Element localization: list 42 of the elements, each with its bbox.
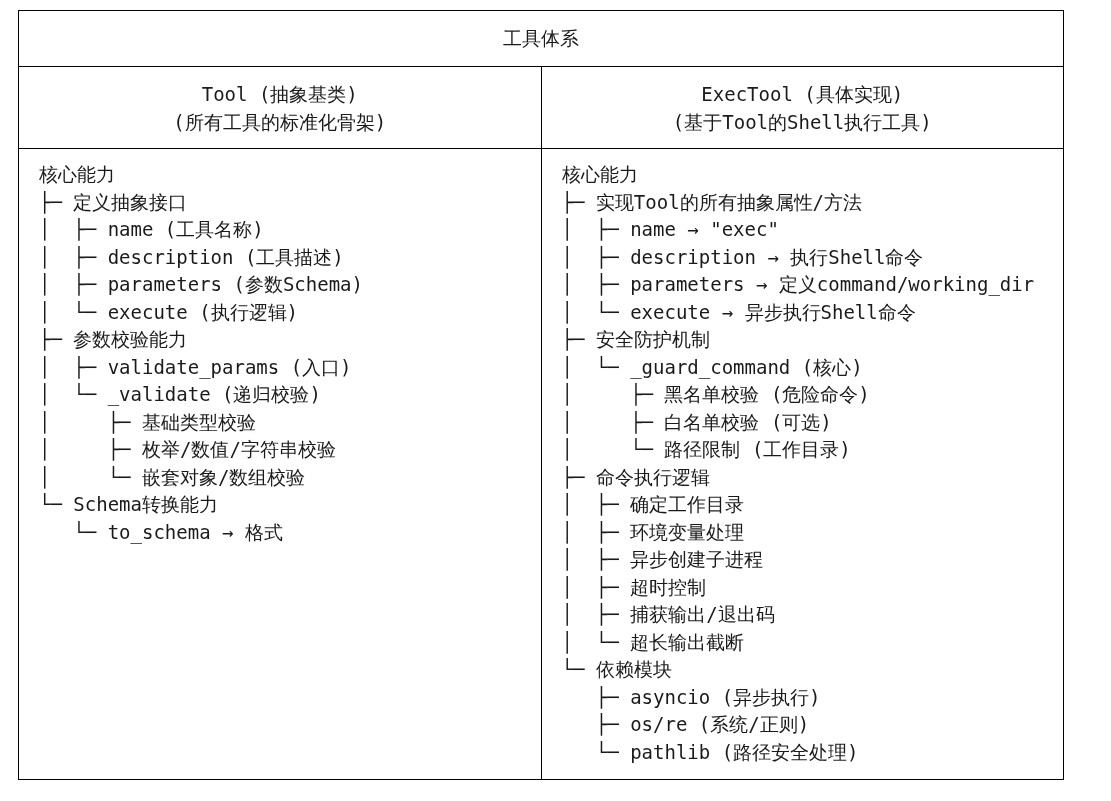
tree-item: ├─ 实现Tool的所有抽象属性/方法 bbox=[561, 189, 862, 216]
header-subtitle: (所有工具的标准化骨架) bbox=[173, 109, 387, 135]
title-text: 工具体系 bbox=[503, 26, 579, 52]
tree-item: │ ├─ 捕获输出/退出码 bbox=[561, 602, 775, 628]
tree-item: │ ├─ 枚举/数值/字符串校验 bbox=[39, 437, 336, 463]
tree-item: │ ├─ 白名单校验 (可选) bbox=[561, 409, 832, 436]
tree-item: │ ├─ parameters → 定义command/working_dir bbox=[561, 272, 1035, 298]
tree-item: └─ pathlib (路径安全处理) bbox=[594, 739, 859, 765]
tree-item: │ ├─ 超时控制 bbox=[561, 574, 707, 601]
header-title: ExecTool (具体实现) bbox=[701, 81, 904, 107]
tree-item: │ ├─ name (工具名称) bbox=[39, 217, 264, 243]
tree-item: ├─ 定义抽象接口 bbox=[39, 189, 188, 216]
tree-item: ├─ 命令执行逻辑 bbox=[561, 464, 710, 491]
tree-item: │ ├─ validate_params (入口) bbox=[39, 354, 352, 381]
tree-item: │ └─ 超长输出截断 bbox=[561, 629, 745, 656]
tree-item: │ └─ execute (执行逻辑) bbox=[39, 299, 299, 326]
tree-item: │ └─ _validate (递归校验) bbox=[39, 382, 321, 408]
tree-item: │ ├─ 环境变量处理 bbox=[561, 519, 745, 546]
tree-item: └─ Schema转换能力 bbox=[39, 492, 218, 517]
tree-item: ├─ 参数校验能力 bbox=[39, 327, 188, 353]
tree-item: │ ├─ parameters (参数Schema) bbox=[39, 272, 363, 298]
tree-item: │ ├─ 基础类型校验 bbox=[39, 409, 256, 436]
tree-item: │ ├─ 确定工作目录 bbox=[561, 492, 745, 518]
tree-item: │ ├─ 黑名单校验 (危险命令) bbox=[561, 382, 870, 408]
tree-item: │ └─ execute → 异步执行Shell命令 bbox=[561, 299, 916, 326]
tree-item: │ └─ 路径限制 (工作目录) bbox=[561, 437, 851, 463]
tree-item: 核心能力 bbox=[561, 162, 638, 187]
tree-item: └─ to_schema → 格式 bbox=[72, 519, 283, 546]
header-cell bbox=[19, 67, 542, 149]
tree-item: │ └─ 嵌套对象/数组校验 bbox=[39, 464, 306, 491]
header-title: Tool (抽象基类) bbox=[201, 81, 358, 107]
header-subtitle: (基于Tool的Shell执行工具) bbox=[672, 109, 932, 135]
tree-item: ├─ 安全防护机制 bbox=[561, 327, 710, 353]
tree-item: │ ├─ name → "exec" bbox=[561, 217, 779, 243]
tree-item: 核心能力 bbox=[39, 162, 115, 187]
tree-item: │ └─ _guard_command (核心) bbox=[561, 354, 863, 381]
tree-item: │ ├─ 异步创建子进程 bbox=[561, 547, 764, 573]
tree-item: │ ├─ description → 执行Shell命令 bbox=[561, 244, 924, 271]
tree-item: ├─ os/re (系统/正则) bbox=[594, 712, 810, 738]
tree-item: └─ 依赖模块 bbox=[561, 657, 672, 682]
tree-item: │ ├─ description (工具描述) bbox=[39, 244, 344, 271]
tree-item: ├─ asyncio (异步执行) bbox=[594, 684, 821, 711]
